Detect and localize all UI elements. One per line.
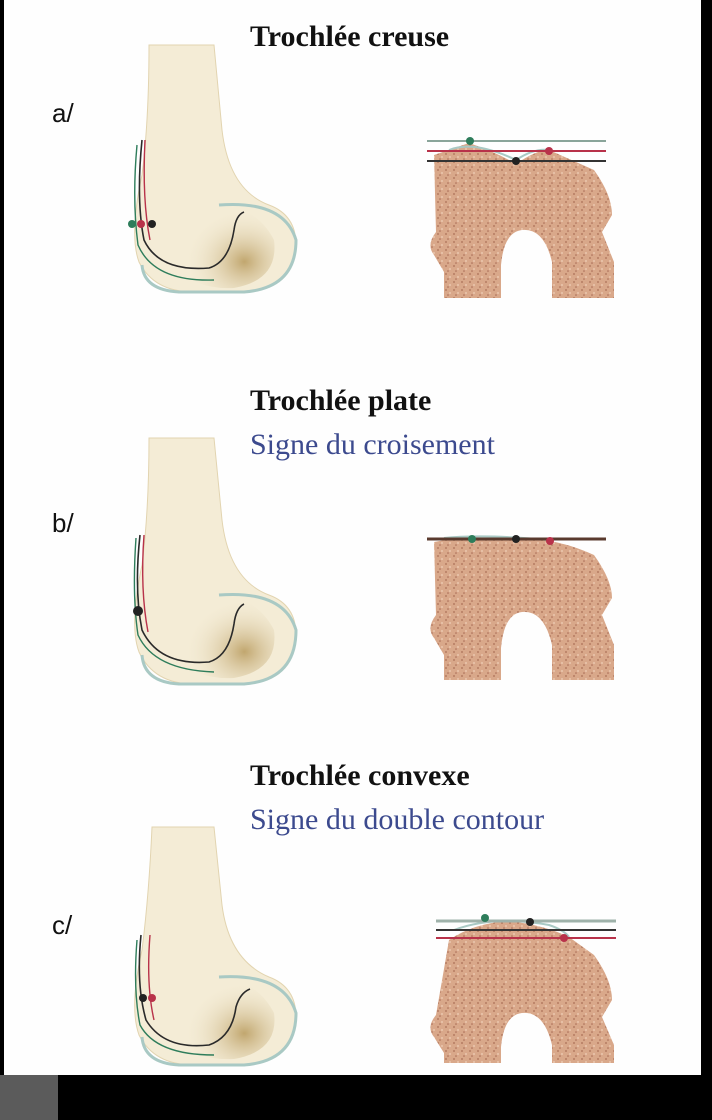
right-border	[701, 0, 712, 1075]
trochlea-section-c	[430, 914, 616, 1063]
panel-c: Trochlée convexe Signe du double contour…	[4, 745, 701, 1075]
femur-lateral-view-b	[133, 438, 296, 684]
trochlea-section-a	[427, 137, 614, 298]
femur-lateral-view-c	[135, 827, 296, 1065]
femur-lateral-view-a	[128, 45, 296, 292]
green-point-a	[128, 220, 136, 228]
panel-b: Trochlée plate Signe du croisement b/	[4, 370, 701, 700]
panel-b-illustration	[4, 370, 701, 700]
panel-a-illustration	[4, 0, 701, 340]
black-point-a	[148, 220, 156, 228]
trochlea-section-b	[427, 535, 614, 680]
bottom-left-block	[0, 1075, 58, 1120]
panel-c-illustration	[4, 745, 701, 1075]
bottom-bar	[0, 1075, 712, 1120]
red-point-a	[137, 220, 145, 228]
panel-a: Trochlée creuse a/	[4, 0, 701, 340]
figure-canvas: Trochlée creuse a/	[4, 0, 701, 1075]
